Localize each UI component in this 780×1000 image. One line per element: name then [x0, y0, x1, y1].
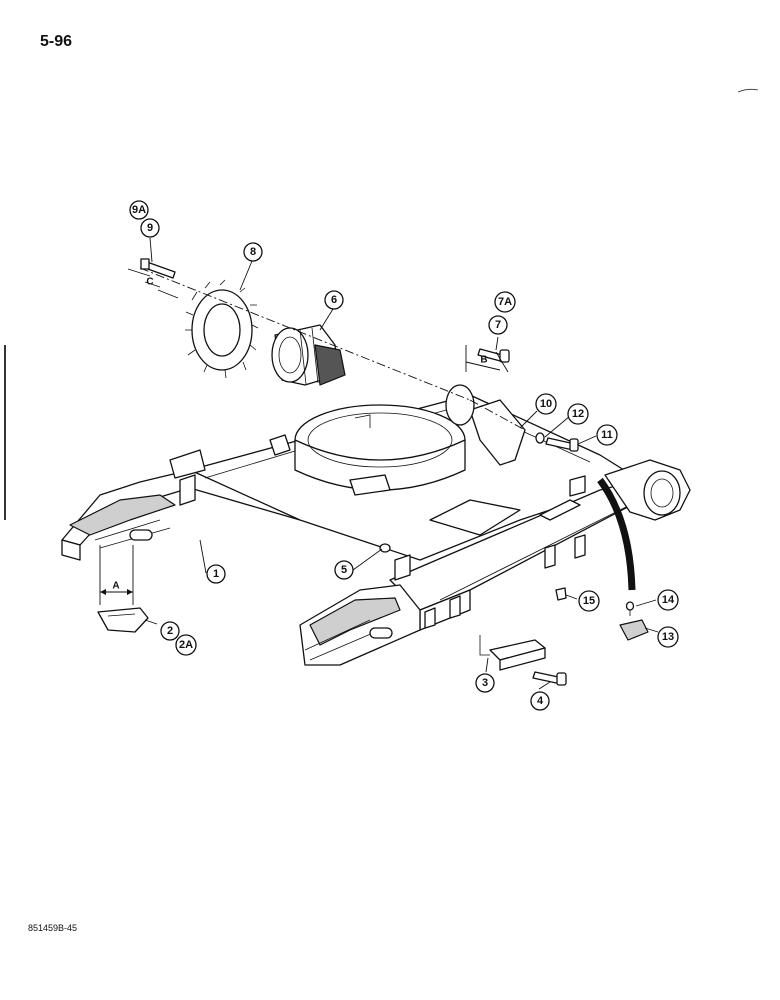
callout-2a: 2A	[175, 634, 197, 656]
callout-11-label: 11	[601, 429, 613, 441]
sprocket	[185, 279, 259, 379]
plug-5	[379, 543, 391, 553]
callout-13: 13	[657, 626, 679, 648]
rail-block-13	[619, 619, 649, 641]
page-number: 5-96	[40, 33, 73, 50]
bolt-14	[625, 601, 635, 616]
callout-15-label: 15	[583, 595, 595, 607]
bolt-4	[532, 671, 567, 686]
callout-14: 14	[657, 589, 679, 611]
callout-12-label: 12	[572, 408, 584, 420]
plug-15	[555, 587, 567, 601]
callout-1-label: 1	[213, 568, 219, 580]
callout-4: 4	[530, 691, 550, 711]
callout-1: 1	[206, 564, 226, 584]
bolt-11	[545, 437, 579, 452]
dimension-a: A	[99, 545, 134, 605]
callout-7a-label: 7A	[498, 296, 512, 308]
shoe-guard	[97, 607, 149, 633]
callout-4-label: 4	[537, 695, 544, 707]
callout-5-label: 5	[341, 564, 347, 576]
scan-corner-mark	[737, 88, 759, 93]
callout-8: 8	[243, 242, 263, 262]
callout-9-label: 9	[147, 222, 153, 234]
washer-12	[535, 432, 545, 444]
callout-9: 9	[140, 218, 160, 238]
callout-10-label: 10	[540, 398, 552, 410]
document-id: 851459B-45	[28, 923, 78, 933]
travel-motor	[271, 324, 346, 386]
callout-6-label: 6	[331, 294, 337, 306]
dimension-b-label: B	[480, 355, 487, 366]
callout-15: 15	[578, 590, 600, 612]
dimension-c: C	[127, 268, 179, 299]
callout-9a: 9A	[129, 200, 149, 220]
callout-2-label: 2	[167, 625, 173, 637]
track-guide	[479, 635, 546, 671]
callout-7-label: 7	[495, 319, 501, 331]
leader-lines	[144, 237, 659, 690]
bolt-9	[140, 258, 176, 279]
callout-7: 7	[488, 315, 508, 335]
callout-11: 11	[596, 424, 618, 446]
callout-12: 12	[567, 403, 589, 425]
dimension-b: B	[465, 345, 509, 373]
callout-10: 10	[535, 393, 557, 415]
callout-3: 3	[475, 673, 495, 693]
dimension-a-label: A	[112, 581, 119, 592]
callout-14-label: 14	[662, 594, 675, 606]
callout-3-label: 3	[482, 677, 488, 689]
callout-2a-label: 2A	[179, 639, 193, 651]
callout-2: 2	[160, 621, 180, 641]
callout-9a-label: 9A	[132, 204, 146, 216]
callout-6: 6	[324, 290, 344, 310]
callout-13-label: 13	[662, 631, 674, 643]
car-body-frame	[61, 394, 691, 666]
dimension-c-label: C	[146, 277, 153, 288]
callout-8-label: 8	[250, 246, 256, 258]
cover-plate	[445, 384, 526, 466]
callout-5: 5	[334, 560, 354, 580]
callout-7a: 7A	[494, 291, 516, 313]
